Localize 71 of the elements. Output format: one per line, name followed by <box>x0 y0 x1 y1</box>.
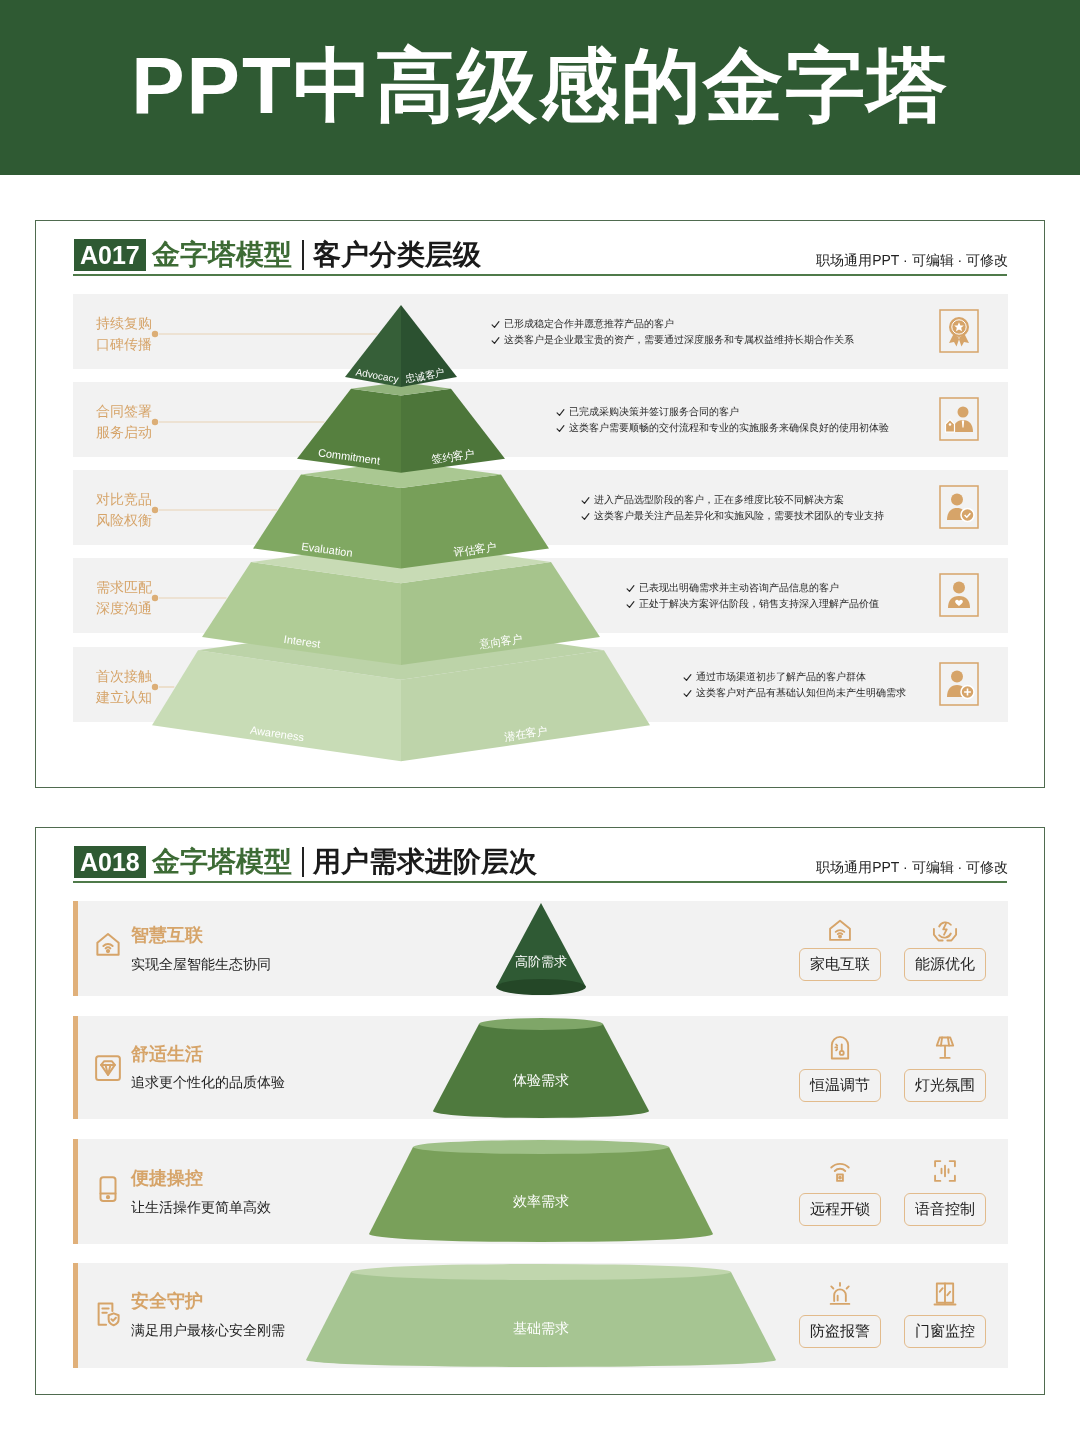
row-band <box>73 1263 1008 1368</box>
row-band <box>73 901 1008 996</box>
page-title: PPT中高级感的金字塔 <box>131 40 949 132</box>
feature-tag: 灯光氛围 <box>904 1069 986 1102</box>
section-heading: 金字塔模型 <box>152 845 292 879</box>
feature-tag: 语音控制 <box>904 1193 986 1226</box>
stage-label: 首次接触 <box>96 667 152 686</box>
feature-tag: 能源优化 <box>904 948 986 981</box>
cone-label: 高阶需求 <box>515 953 567 971</box>
row-description: 满足用户最核心安全刚需 <box>131 1321 285 1340</box>
layer-label: Commitment <box>317 446 381 468</box>
stage-label: 持续复购 <box>96 314 152 333</box>
stage-label: 深度沟通 <box>96 599 152 618</box>
feature-tag: 恒温调节 <box>799 1069 881 1102</box>
row-band <box>73 1016 1008 1119</box>
layer-label: 忠诚客户 <box>403 366 446 386</box>
stage-label: 风险权衡 <box>96 511 152 530</box>
code-badge: A017 <box>74 239 146 271</box>
row-description: 追求更个性化的品质体验 <box>131 1073 285 1092</box>
bullet-text: 这类客户对产品有基础认知但尚未产生明确需求 <box>696 686 906 700</box>
layer-label: Advocacy <box>355 366 400 386</box>
stage-label: 需求匹配 <box>96 578 152 597</box>
row-title: 安全守护 <box>131 1290 203 1313</box>
cone-label: 体验需求 <box>513 1071 569 1089</box>
layer-label: 意向客户 <box>477 632 524 652</box>
bullet-text: 已完成采购决策并签订服务合同的客户 <box>569 405 739 419</box>
leader-line <box>151 683 175 691</box>
feature-tag: 防盗报警 <box>799 1315 881 1348</box>
panel-frame <box>35 827 1045 1395</box>
row-band <box>73 294 1008 369</box>
section-subheading: 客户分类层级 <box>313 238 481 272</box>
row-description: 实现全屋智能生态协同 <box>131 955 271 974</box>
stage-label: 建立认知 <box>96 688 152 707</box>
section-heading: 金字塔模型 <box>152 238 292 272</box>
layer-label: 潜在客户 <box>502 724 549 744</box>
stage-label: 合同签署 <box>96 402 152 421</box>
feature-tag: 远程开锁 <box>799 1193 881 1226</box>
panel-frame <box>35 220 1045 788</box>
bullet-text: 通过市场渠道初步了解产品的客户群体 <box>696 670 866 684</box>
tagline-text: 职场通用PPT · 可编辑 · 可修改 <box>816 858 1008 876</box>
leader-line <box>151 506 278 514</box>
layer-label: Interest <box>282 632 321 652</box>
feature-tag: 门窗监控 <box>904 1315 986 1348</box>
bullet-text: 这类客户需要顺畅的交付流程和专业的实施服务来确保良好的使用初体验 <box>569 421 889 435</box>
leader-line <box>151 418 326 426</box>
row-title: 舒适生活 <box>131 1043 203 1066</box>
feature-tag: 家电互联 <box>799 948 881 981</box>
layer-label: 评估客户 <box>452 540 498 560</box>
bullet-text: 这类客户最关注产品差异化和实施风险，需要技术团队的专业支持 <box>594 509 884 523</box>
section-subheading: 用户需求进阶层次 <box>313 845 537 879</box>
code-badge: A018 <box>74 846 146 878</box>
layer-label: Evaluation <box>300 540 354 560</box>
bullet-text: 正处于解决方案评估阶段，销售支持深入理解产品价值 <box>639 597 879 611</box>
bullet-text: 这类客户是企业最宝贵的资产，需要通过深度服务和专属权益维持长期合作关系 <box>504 333 854 347</box>
tagline-text: 职场通用PPT · 可编辑 · 可修改 <box>816 251 1008 269</box>
bullet-text: 进入产品选型阶段的客户，正在多维度比较不同解决方案 <box>594 493 844 507</box>
bullet-text: 已表现出明确需求并主动咨询产品信息的客户 <box>639 581 839 595</box>
bullet-text: 已形成稳定合作并愿意推荐产品的客户 <box>504 317 674 331</box>
row-description: 让生活操作更简单高效 <box>131 1198 271 1217</box>
row-title: 智慧互联 <box>131 924 203 947</box>
cone-label: 效率需求 <box>513 1192 569 1210</box>
stage-label: 对比竞品 <box>96 490 152 509</box>
stage-label: 口碑传播 <box>96 335 152 354</box>
layer-label: 签约客户 <box>430 447 476 467</box>
row-title: 便捷操控 <box>131 1167 203 1190</box>
layer-label: Awareness <box>248 723 305 745</box>
leader-line <box>151 330 378 338</box>
stage-label: 服务启动 <box>96 423 152 442</box>
leader-line <box>151 594 228 602</box>
cone-label: 基础需求 <box>513 1319 569 1337</box>
row-band <box>73 1139 1008 1244</box>
